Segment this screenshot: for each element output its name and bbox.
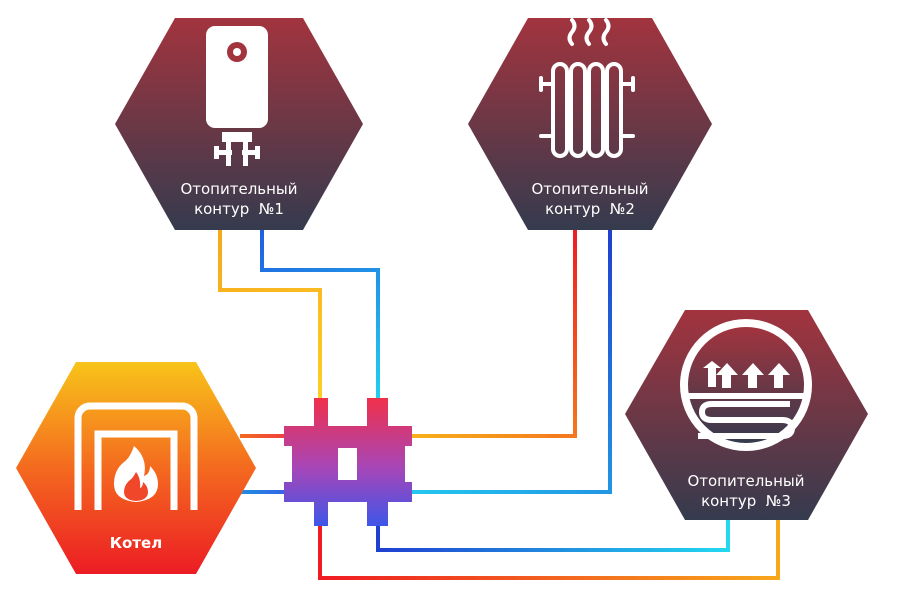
water-heater-icon (206, 26, 268, 166)
pipe-circuit1-return (260, 230, 380, 405)
pipe-circuit2-supply (410, 230, 577, 438)
node-circuit1: Отопительный контур №1 (115, 18, 363, 230)
pipes (218, 230, 780, 580)
pipe-circuit1-supply (218, 230, 322, 412)
node-circuit2: Отопительный контур №2 (468, 18, 712, 230)
underfloor-heating-icon (680, 319, 812, 451)
circuit1-label-line2: контур №1 (194, 200, 284, 218)
node-boiler: Котел (16, 362, 256, 574)
circuit1-label-line1: Отопительный (180, 180, 297, 198)
radiator-icon (539, 18, 635, 158)
circuit2-label-line1: Отопительный (531, 180, 648, 198)
node-circuit3: Отопительный контур №3 (625, 310, 868, 520)
pipe-circuit3-supply (318, 510, 780, 580)
pipe-circuit2-return (410, 230, 612, 494)
circuit2-label-line2: контур №2 (545, 200, 635, 218)
circuit3-label-line1: Отопительный (687, 472, 804, 490)
boiler-label: Котел (110, 534, 162, 552)
hydraulic-manifold-icon (284, 398, 412, 526)
circuit3-label-line2: контур №3 (701, 492, 791, 510)
boiler-flame-icon (74, 402, 198, 510)
pipe-circuit3-return (376, 510, 730, 552)
